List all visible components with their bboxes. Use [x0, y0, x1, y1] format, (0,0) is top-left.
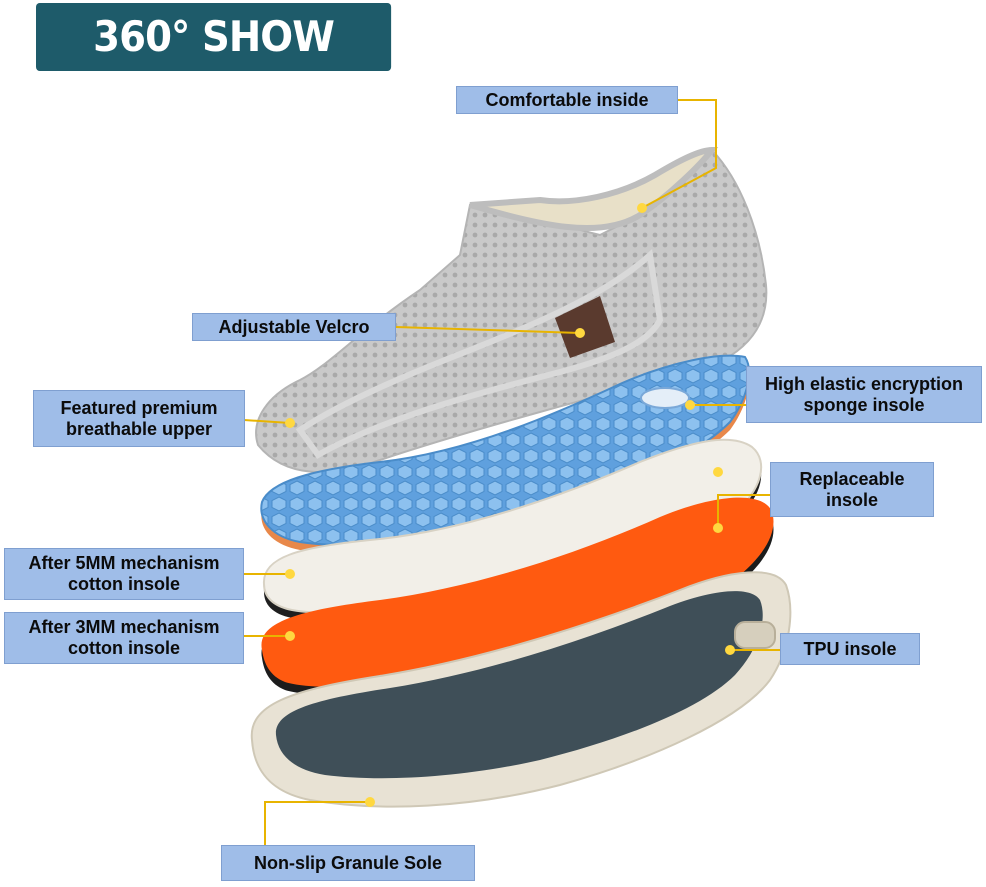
sponge-insole [260, 354, 750, 553]
leader-lines [243, 99, 780, 845]
callout-breathable-upper: Featured premium breathable upper [33, 390, 245, 447]
page-title: 360° SHOW DETAILS [36, 3, 392, 129]
callout-replaceable-insole: Replaceable insole [770, 462, 934, 517]
callout-non-slip-sole: Non-slip Granule Sole [221, 845, 475, 881]
callout-adjustable-velcro: Adjustable Velcro [192, 313, 396, 341]
leader-dots [285, 203, 735, 807]
callout-comfortable-inside: Comfortable inside [456, 86, 678, 114]
shoe-upper [255, 146, 768, 474]
callout-sponge-insole: High elastic encryption sponge insole [746, 366, 982, 423]
callout-tpu-insole: TPU insole [780, 633, 920, 665]
callout-5mm-insole: After 5MM mechanism cotton insole [4, 548, 244, 600]
callout-3mm-insole: After 3MM mechanism cotton insole [4, 612, 244, 664]
tpu-sole [250, 571, 792, 808]
cotton-insole-3mm [261, 497, 774, 696]
